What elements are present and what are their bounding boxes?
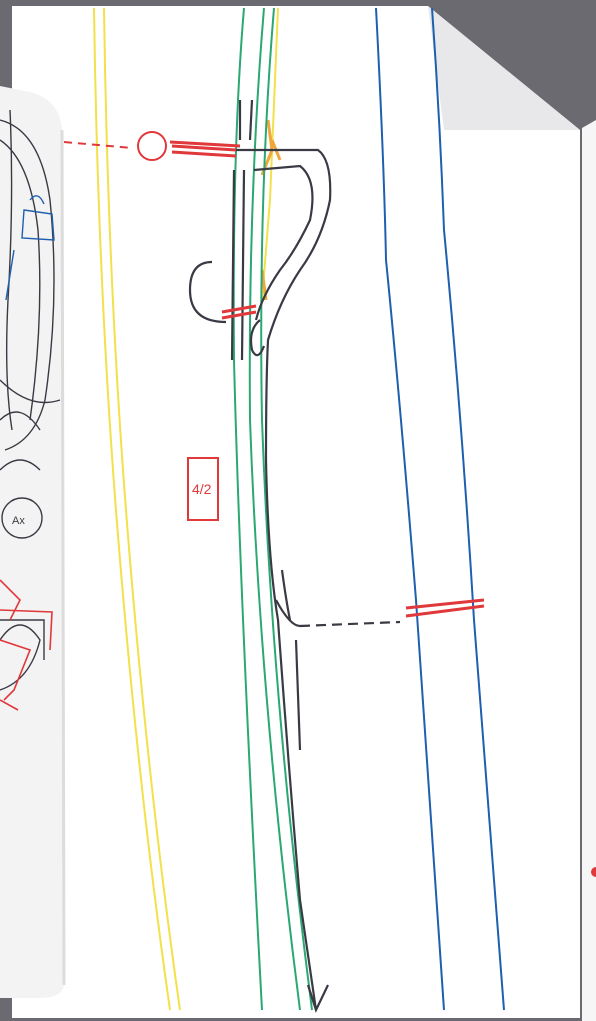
red-sign-label: 4/2: [192, 481, 212, 497]
paper-sheet-left: [0, 86, 64, 998]
circle-label: Ax: [12, 515, 25, 527]
left-sheet-shadow: [62, 130, 64, 985]
paper-sheet-right: [582, 120, 596, 1021]
